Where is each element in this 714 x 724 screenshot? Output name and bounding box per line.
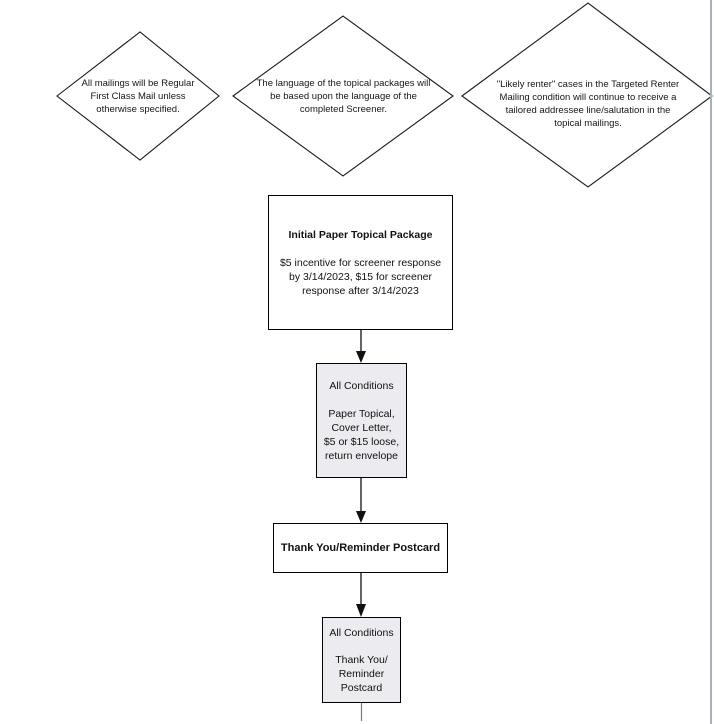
- note-diamond-3-label: "Likely renter" cases in the Targeted Re…: [496, 79, 680, 129]
- arrowhead-3: [356, 604, 366, 617]
- note-diamond-2-shape: [232, 15, 454, 177]
- node-body: Paper Topical, Cover Letter, $5 or $15 l…: [323, 407, 400, 462]
- node-title: All Conditions: [329, 626, 394, 639]
- arrowhead-1: [356, 351, 366, 363]
- arrowhead-2: [356, 511, 366, 523]
- node-initial-paper-topical-package: Initial Paper Topical Package $5 incenti…: [268, 195, 453, 330]
- node-body: Thank You/ Reminder Postcard: [335, 653, 388, 694]
- note-diamond-3-shape: [461, 2, 713, 188]
- node-title: Initial Paper Topical Package: [288, 228, 433, 241]
- note-diamond-2-label: The language of the topical packages wil…: [256, 78, 431, 115]
- node-all-conditions-paper-topical: All Conditions Paper Topical, Cover Lett…: [316, 363, 407, 478]
- node-title: All Conditions: [329, 379, 394, 392]
- node-body: $5 incentive for screener response by 3/…: [279, 256, 442, 297]
- node-title: Thank You/Reminder Postcard: [280, 542, 441, 554]
- node-thank-you-reminder-postcard: Thank You/Reminder Postcard: [273, 523, 448, 573]
- note-diamond-1-shape: [56, 31, 220, 161]
- page-edge-line: [710, 0, 712, 724]
- node-all-conditions-postcard: All Conditions Thank You/ Reminder Postc…: [322, 617, 401, 703]
- note-diamond-1-label: All mailings will be Regular First Class…: [81, 78, 195, 115]
